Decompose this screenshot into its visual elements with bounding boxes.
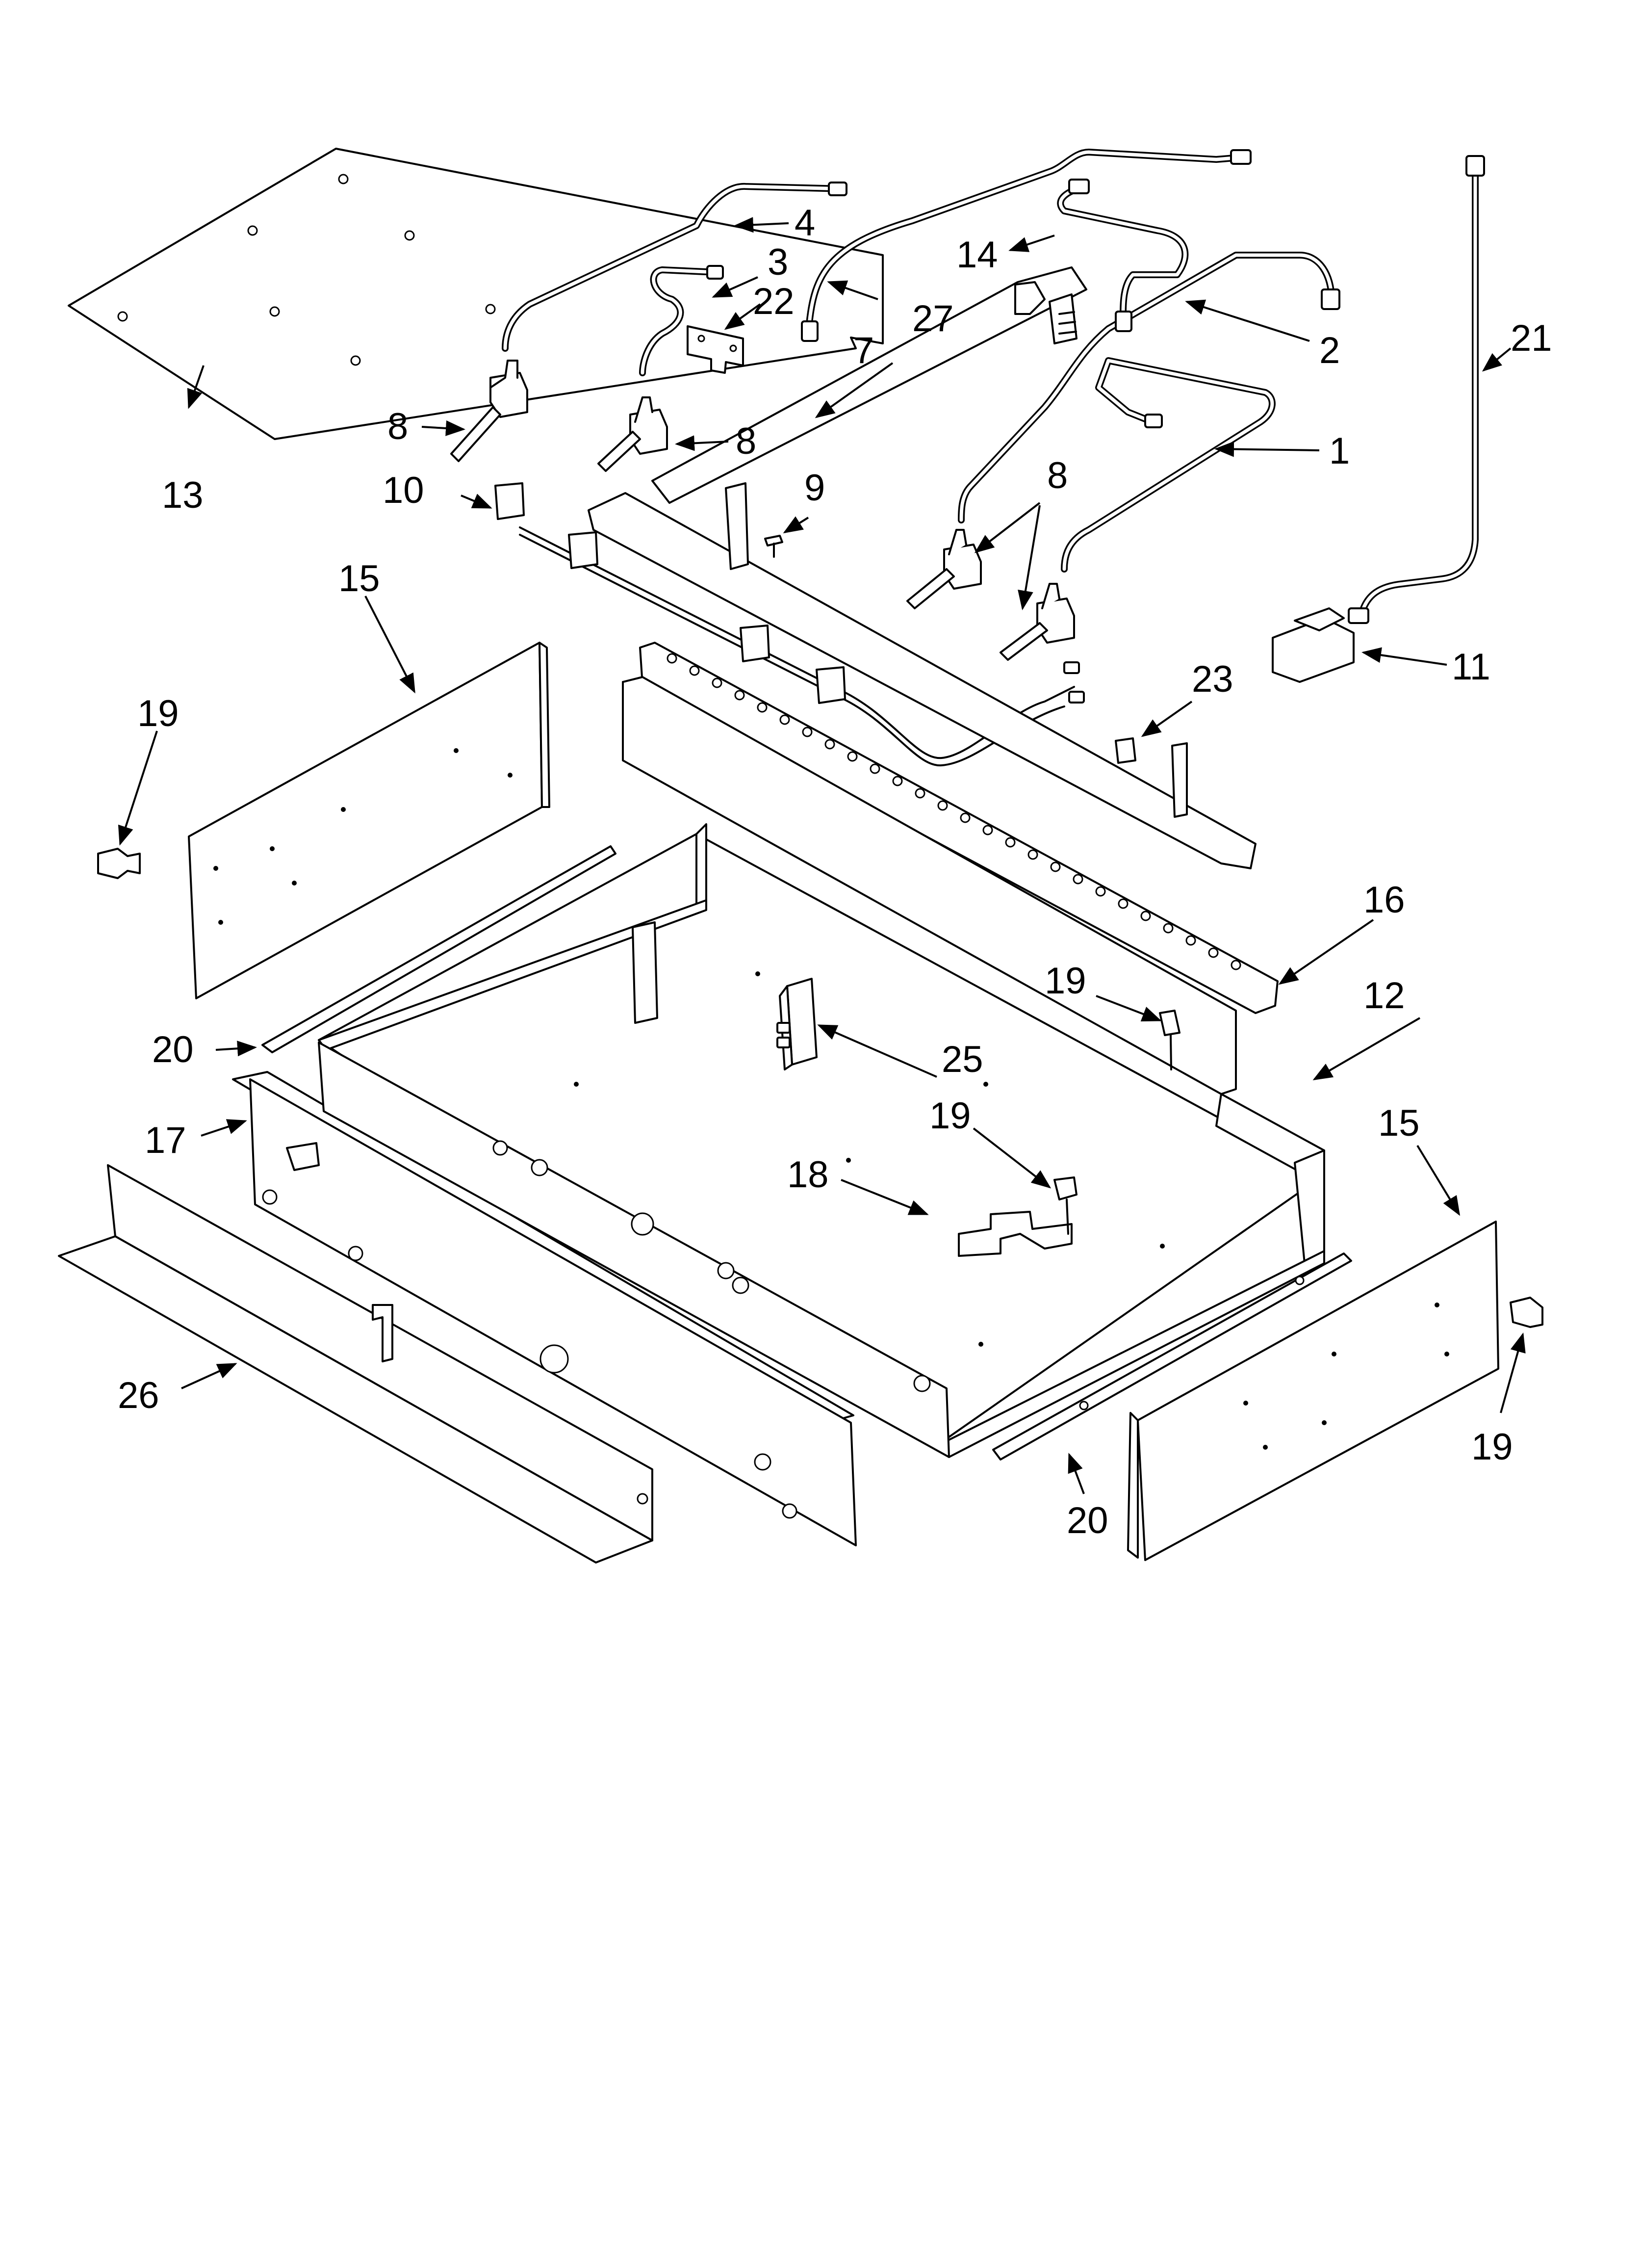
part-10-switch-harness xyxy=(494,482,1085,767)
burner-rail xyxy=(588,482,1257,869)
callout-4: 4 xyxy=(795,202,815,244)
callout-19d: 19 xyxy=(1471,1426,1513,1468)
part-9-screw xyxy=(764,535,783,558)
callout-2: 2 xyxy=(1319,330,1340,371)
part-19-screw-center-lower xyxy=(1053,1176,1078,1235)
callout-14: 14 xyxy=(956,234,998,276)
callout-9: 9 xyxy=(804,467,825,509)
callout-16: 16 xyxy=(1363,879,1405,921)
callout-12: 12 xyxy=(1363,975,1405,1017)
gas-tubes xyxy=(502,149,1485,612)
part-8-valve-a xyxy=(450,360,528,462)
part-19-screw-right xyxy=(1510,1297,1543,1328)
callout-23: 23 xyxy=(1192,658,1233,700)
callout-19b: 19 xyxy=(1045,960,1086,1002)
part-module-bracket xyxy=(632,921,658,1024)
callout-10: 10 xyxy=(383,469,424,511)
part-17-front-rail xyxy=(232,1071,857,1546)
callout-3: 3 xyxy=(768,241,788,283)
part-20-trim-strip-left xyxy=(261,845,616,1053)
callout-8c: 8 xyxy=(1047,455,1068,496)
callout-25: 25 xyxy=(942,1039,983,1080)
callout-19a: 19 xyxy=(137,693,179,734)
callout-15a: 15 xyxy=(338,558,380,600)
part-19-screw-center-upper xyxy=(1159,1010,1180,1070)
callout-22: 22 xyxy=(753,281,795,322)
part-15-side-panel-right xyxy=(1127,1221,1499,1561)
callout-21: 21 xyxy=(1511,317,1552,359)
callout-leaders xyxy=(118,217,1526,1494)
callout-17: 17 xyxy=(145,1120,186,1161)
callout-8a: 8 xyxy=(387,406,408,447)
callout-11: 11 xyxy=(1452,646,1490,688)
callout-7: 7 xyxy=(853,330,874,371)
callout-20b: 20 xyxy=(1067,1500,1108,1541)
part-13-cover-panel xyxy=(68,148,884,440)
part-8-valve-c xyxy=(906,529,982,609)
part-20-trim-strip-right xyxy=(992,1252,1352,1460)
part-7-manifold xyxy=(651,266,1087,504)
callout-27: 27 xyxy=(912,298,954,339)
callout-26: 26 xyxy=(118,1375,159,1416)
callout-19c: 19 xyxy=(929,1095,971,1137)
callout-8b: 8 xyxy=(736,420,756,462)
callout-20a: 20 xyxy=(152,1029,194,1070)
part-26-bottom-angle xyxy=(58,1164,653,1564)
part-15-side-panel-left xyxy=(188,642,550,999)
part-23-orifice xyxy=(1115,737,1136,764)
part-18-bracket xyxy=(958,1211,1073,1257)
part-19-screw-left xyxy=(97,848,141,879)
callout-15b: 15 xyxy=(1378,1102,1420,1144)
part-25-spark-module xyxy=(776,978,818,1070)
part-inner-front-rail xyxy=(318,1042,950,1458)
part-16-burner-channel xyxy=(622,642,1279,1095)
part-12-base-tray xyxy=(318,823,1325,1458)
callout-13: 13 xyxy=(162,474,204,516)
callout-18: 18 xyxy=(787,1154,829,1196)
burner-ports xyxy=(667,653,1241,970)
part-11-regulator xyxy=(1272,607,1369,683)
part-8-valve-d xyxy=(1000,583,1075,661)
part-8-valve-b xyxy=(597,396,668,472)
part-22-bracket xyxy=(687,325,744,374)
callout-1: 1 xyxy=(1329,430,1350,472)
callout-labels: 4 3 22 27 14 7 2 1 21 8 8 8 10 9 13 11 2… xyxy=(118,202,1552,1541)
